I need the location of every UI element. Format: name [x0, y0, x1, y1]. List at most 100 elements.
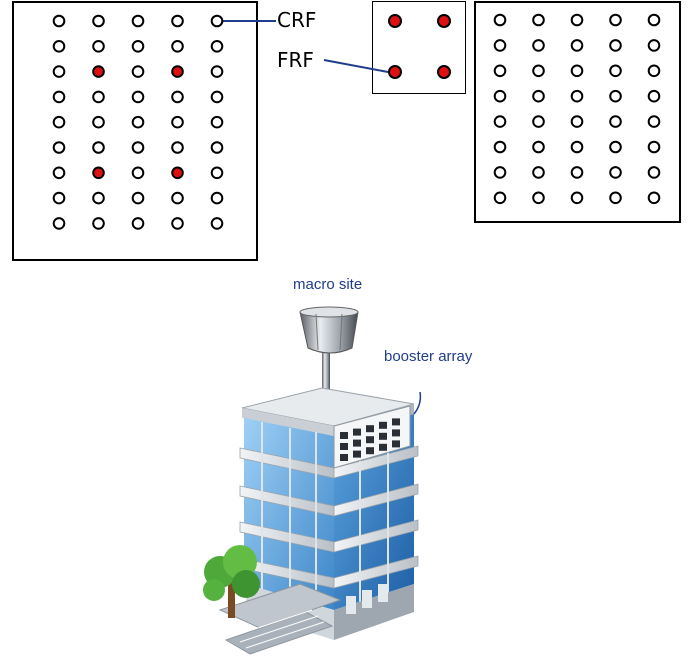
active-antenna-element: [92, 65, 105, 78]
macro-site-caption: macro site: [293, 276, 363, 293]
active-antenna-element: [388, 14, 402, 28]
antenna-element: [493, 13, 507, 27]
antenna-element: [171, 14, 184, 28]
tree-icon: [203, 545, 260, 618]
frf-leader-line: [323, 59, 389, 73]
antenna-element: [210, 14, 224, 28]
antenna-element: [609, 191, 622, 205]
antenna-element: [609, 89, 622, 103]
antenna-element: [210, 191, 224, 205]
booster-leader-line: [413, 391, 422, 415]
booster-array-element: [353, 428, 361, 436]
antenna-element: [171, 191, 184, 205]
antenna-element: [532, 13, 545, 27]
antenna-element: [493, 166, 507, 179]
antenna-element: [131, 65, 145, 78]
active-antenna-element: [388, 65, 402, 79]
booster-array-element: [392, 418, 400, 426]
antenna-element: [532, 115, 545, 128]
antenna-element: [52, 141, 66, 154]
antenna-element: [570, 115, 584, 128]
antenna-element: [210, 65, 224, 78]
antenna-element: [210, 115, 224, 129]
booster-array-element: [379, 432, 387, 440]
antenna-element: [131, 115, 145, 129]
antenna-element: [131, 217, 145, 230]
antenna-element: [52, 65, 66, 78]
antenna-element: [92, 141, 105, 154]
antenna-element: [131, 191, 145, 205]
antenna-element: [171, 217, 184, 230]
crf-label: CRF: [277, 8, 317, 32]
antenna-element: [171, 141, 184, 154]
macro-site-antenna-icon: [299, 306, 359, 408]
antenna-element: [647, 166, 661, 179]
antenna-element: [210, 217, 224, 230]
antenna-element: [493, 115, 507, 128]
antenna-element: [570, 89, 584, 103]
antenna-element: [52, 14, 66, 28]
antenna-element: [210, 90, 224, 104]
antenna-element: [92, 40, 105, 53]
antenna-element: [647, 64, 661, 78]
booster-array-element: [340, 454, 348, 461]
antenna-element: [92, 115, 105, 129]
antenna-element: [609, 39, 622, 52]
antenna-element: [532, 191, 545, 205]
antenna-element: [92, 191, 105, 205]
booster-array-element: [366, 447, 374, 455]
antenna-element: [493, 140, 507, 154]
antenna-element: [92, 217, 105, 230]
antenna-element: [532, 166, 545, 179]
booster-array-element: [340, 432, 348, 439]
antenna-element: [131, 40, 145, 53]
antenna-element: [171, 40, 184, 53]
antenna-element: [52, 217, 66, 230]
booster-array-element: [353, 450, 361, 458]
active-antenna-element: [437, 14, 451, 28]
booster-array-element: [353, 439, 361, 447]
booster-array-element: [340, 443, 348, 450]
booster-array-element: [392, 440, 400, 448]
antenna-element: [131, 14, 145, 28]
antenna-element: [647, 140, 661, 154]
antenna-element: [647, 191, 661, 205]
antenna-element: [647, 13, 661, 27]
antenna-element: [493, 39, 507, 52]
booster-array-element: [392, 429, 400, 437]
antenna-element: [570, 39, 584, 52]
antenna-element: [570, 64, 584, 78]
array-panel-middle: [372, 1, 466, 94]
antenna-element: [131, 90, 145, 104]
antenna-element: [570, 166, 584, 179]
array-panel-right: [474, 1, 681, 223]
antenna-element: [532, 89, 545, 103]
antenna-element: [609, 13, 622, 27]
antenna-element: [532, 140, 545, 154]
active-antenna-element: [171, 65, 184, 78]
antenna-element: [570, 140, 584, 154]
antenna-element: [570, 191, 584, 205]
antenna-element: [493, 64, 507, 78]
antenna-element: [210, 166, 224, 180]
active-antenna-element: [171, 166, 184, 180]
antenna-element: [609, 115, 622, 128]
booster-array-panel-icon: [333, 405, 411, 469]
antenna-element: [647, 115, 661, 128]
antenna-element: [493, 89, 507, 103]
antenna-element: [52, 90, 66, 104]
antenna-element: [493, 191, 507, 205]
booster-array-element: [379, 443, 387, 451]
antenna-element: [52, 191, 66, 205]
antenna-element: [131, 141, 145, 154]
booster-array-element: [366, 436, 374, 444]
antenna-element: [647, 89, 661, 103]
antenna-element: [609, 64, 622, 78]
booster-array-element: [366, 425, 374, 433]
active-antenna-element: [437, 65, 451, 79]
antenna-element: [52, 115, 66, 129]
antenna-element: [532, 64, 545, 78]
frf-label: FRF: [277, 48, 314, 72]
